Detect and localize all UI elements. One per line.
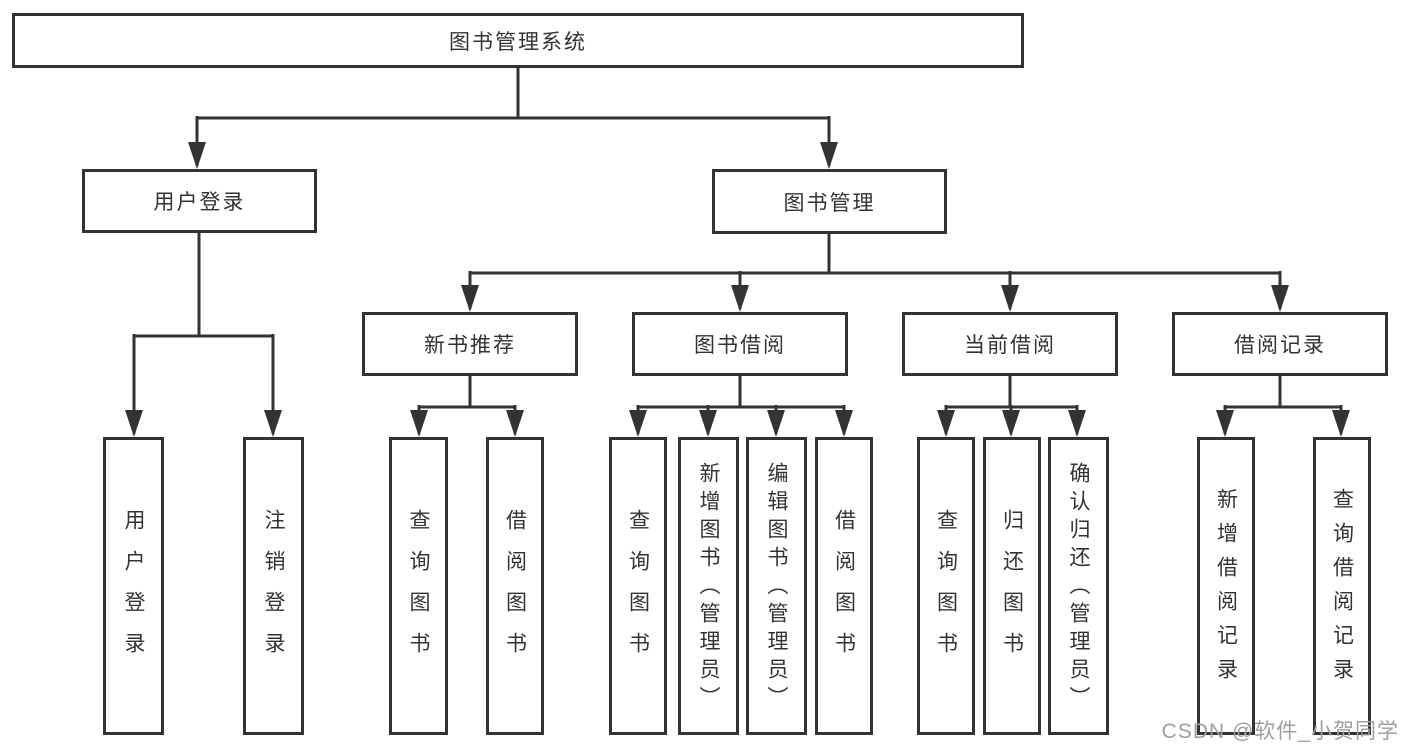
connector-borrow-record-to-leaves bbox=[1216, 376, 1350, 437]
connector-book-mgmt-to-level3 bbox=[461, 234, 1289, 312]
leaf-label: 新增借阅记录 bbox=[1214, 487, 1238, 692]
leaf-borrow-books-recommend: 借阅图书 bbox=[486, 437, 544, 735]
leaf-user-login: 用户登录 bbox=[103, 437, 164, 735]
connector-book-borrow-to-leaves bbox=[629, 376, 853, 437]
leaf-label: 编辑图书（管理员） bbox=[765, 462, 788, 714]
node-library-management-system: 图书管理系统 bbox=[12, 13, 1024, 68]
leaf-label: 用户登录 bbox=[122, 509, 145, 673]
node-label: 图书管理系统 bbox=[449, 30, 587, 54]
node-label: 新书推荐 bbox=[424, 334, 516, 357]
leaf-query-books-recommend: 查询图书 bbox=[389, 437, 448, 735]
leaf-label: 查询借阅记录 bbox=[1330, 487, 1354, 692]
node-borrowing-records: 借阅记录 bbox=[1172, 312, 1388, 376]
leaf-label: 确认归还（管理员） bbox=[1067, 462, 1090, 714]
connector-new-book-to-leaves bbox=[410, 376, 524, 437]
node-book-borrowing: 图书借阅 bbox=[632, 312, 848, 376]
node-label: 图书管理 bbox=[783, 191, 876, 215]
connector-current-borrow-to-leaves bbox=[937, 376, 1086, 437]
leaf-label: 新增图书（管理员） bbox=[697, 462, 720, 714]
leaf-label: 查询图书 bbox=[934, 509, 958, 673]
leaf-add-book-admin: 新增图书（管理员） bbox=[678, 437, 739, 735]
connector-root-to-level2 bbox=[188, 68, 838, 169]
leaf-add-borrow-record: 新增借阅记录 bbox=[1197, 437, 1255, 735]
leaf-label: 注销登录 bbox=[262, 509, 285, 673]
leaf-query-borrow-record: 查询借阅记录 bbox=[1313, 437, 1371, 735]
csdn-watermark: CSDN @软件_小贺同学 bbox=[1161, 720, 1399, 743]
leaf-confirm-return-admin: 确认归还（管理员） bbox=[1048, 437, 1109, 735]
node-book-management: 图书管理 bbox=[712, 169, 947, 234]
node-new-book-recommend: 新书推荐 bbox=[362, 312, 578, 376]
connector-user-login-to-leaves bbox=[125, 233, 282, 437]
leaf-query-books-borrowing: 查询图书 bbox=[609, 437, 667, 735]
leaf-return-books: 归还图书 bbox=[983, 437, 1041, 735]
node-label: 当前借阅 bbox=[964, 334, 1056, 357]
leaf-label: 查询图书 bbox=[626, 509, 650, 673]
node-label: 用户登录 bbox=[153, 191, 246, 214]
node-current-borrowing: 当前借阅 bbox=[902, 312, 1118, 376]
leaf-query-books-current: 查询图书 bbox=[917, 437, 975, 735]
leaf-logout: 注销登录 bbox=[243, 437, 304, 735]
leaf-label: 借阅图书 bbox=[832, 509, 856, 673]
leaf-label: 归还图书 bbox=[1000, 509, 1024, 673]
node-label: 图书借阅 bbox=[694, 334, 786, 357]
leaf-label: 借阅图书 bbox=[503, 509, 527, 673]
leaf-edit-book-admin: 编辑图书（管理员） bbox=[746, 437, 807, 735]
leaf-borrow-books-borrowing: 借阅图书 bbox=[815, 437, 873, 735]
leaf-label: 查询图书 bbox=[407, 509, 430, 673]
node-user-login: 用户登录 bbox=[82, 169, 317, 233]
node-label: 借阅记录 bbox=[1234, 334, 1326, 357]
